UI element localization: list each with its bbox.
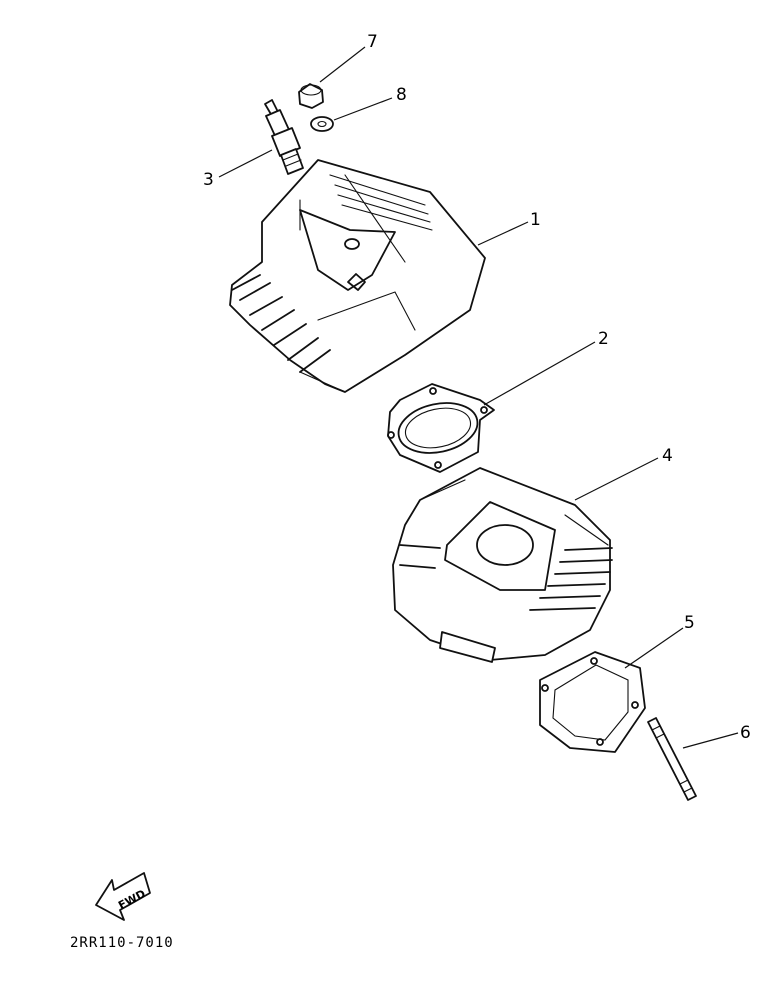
callout-2: 2 xyxy=(598,329,609,349)
callout-4: 4 xyxy=(662,446,673,466)
callout-7: 7 xyxy=(367,32,378,52)
leader-lines xyxy=(218,46,739,749)
drawing-code: 2RR110-7010 xyxy=(70,935,174,951)
nut xyxy=(298,83,324,109)
callout-1: 1 xyxy=(530,210,541,230)
fwd-arrow-icon: FWD xyxy=(95,872,151,921)
base-gasket xyxy=(539,651,646,753)
callout-6: 6 xyxy=(740,723,751,743)
callout-5: 5 xyxy=(684,613,695,633)
head-gasket xyxy=(387,383,495,473)
stud-bolt xyxy=(647,717,697,801)
cylinder xyxy=(392,467,613,663)
callout-3: 3 xyxy=(203,170,214,190)
callout-8: 8 xyxy=(396,85,407,105)
cylinder-head xyxy=(229,159,486,393)
washer xyxy=(310,116,334,132)
spark-plug xyxy=(264,99,304,175)
